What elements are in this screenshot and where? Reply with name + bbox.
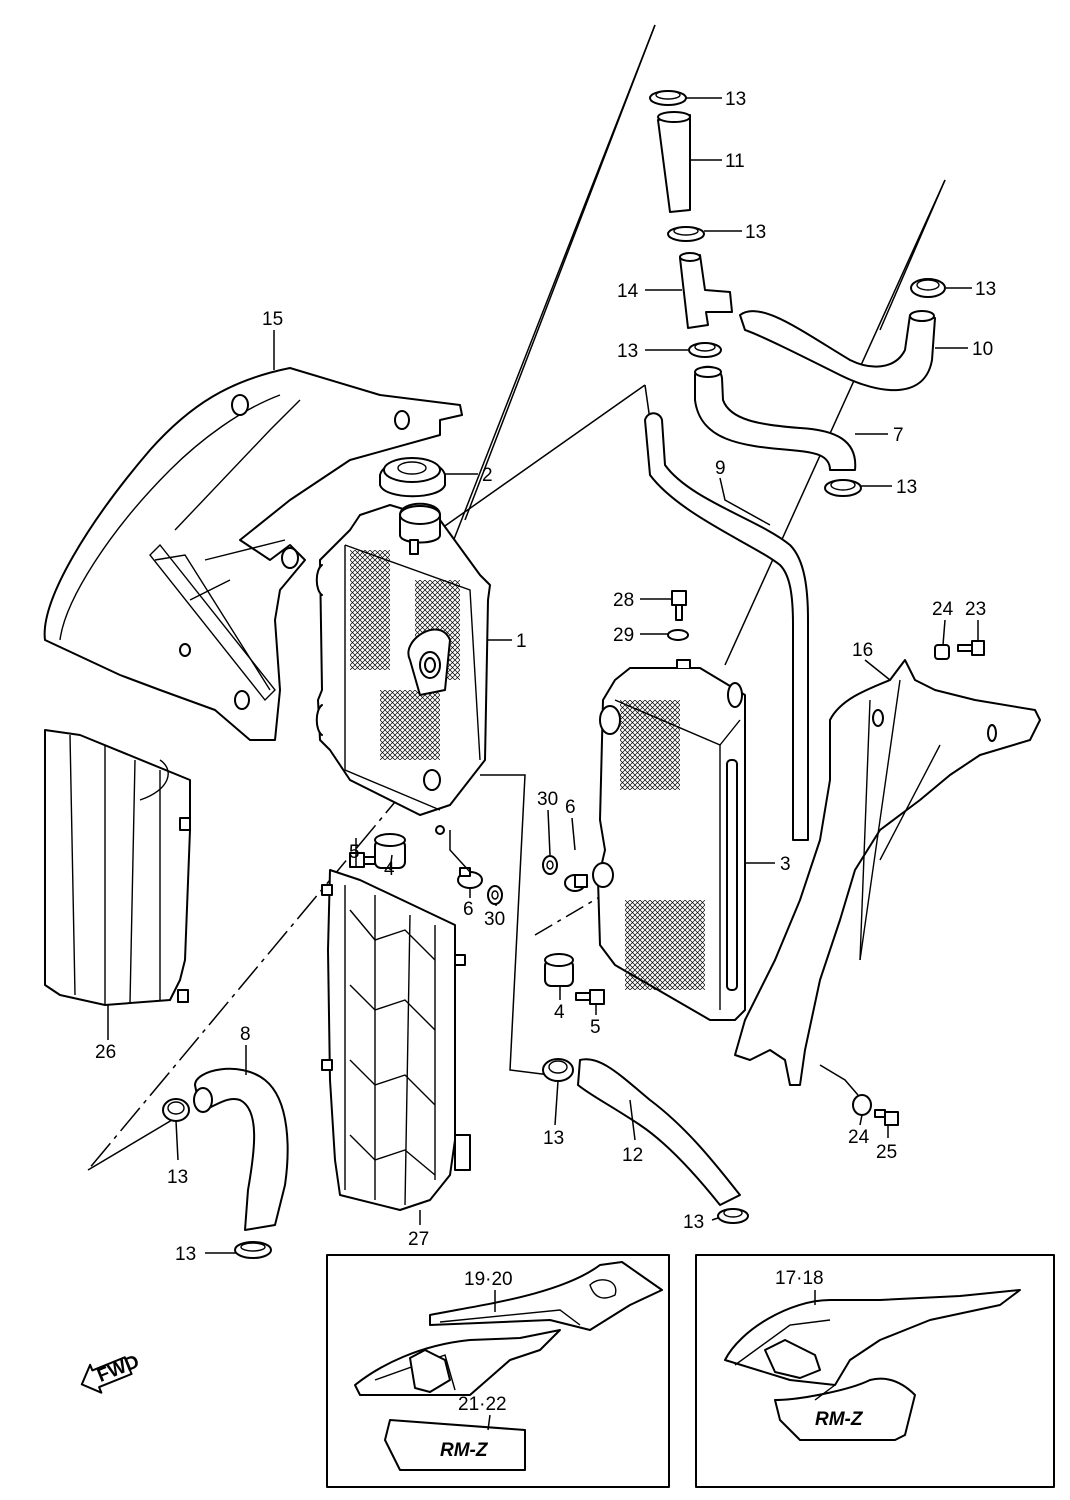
hose-clamps (162, 90, 946, 1259)
hardware (349, 590, 985, 1126)
clamp-13-f (542, 1058, 574, 1082)
left-radiator-louver (44, 729, 191, 1006)
callout-26: 26 (95, 1042, 116, 1063)
clamp-13-g (162, 1098, 190, 1122)
callout-23: 23 (965, 599, 986, 620)
nut-24-top (934, 644, 950, 660)
bolt-25 (874, 1109, 899, 1126)
callout-28: 28 (613, 590, 634, 611)
forward-arrow: FWD (80, 1351, 142, 1394)
callout-5: 5 (590, 1017, 601, 1038)
clamp-13-c (688, 342, 722, 358)
decal-inset-right (695, 1254, 1055, 1488)
leader-lines (107, 97, 979, 1254)
rmz-lettering-right: RM-Z (815, 1409, 864, 1430)
callout-24: 24 (848, 1127, 870, 1148)
grommet-4-left (374, 833, 406, 869)
washer-24-bottom (852, 1094, 872, 1116)
callout-6: 6 (565, 797, 576, 818)
clamp-13-a (649, 90, 687, 106)
callout-7: 7 (893, 425, 904, 446)
callout-1: 1 (516, 631, 527, 652)
clamp-13-h (234, 1241, 272, 1259)
right-radiator-shroud (734, 659, 1041, 1086)
clamp-13-e (824, 479, 862, 497)
callout-29: 29 (613, 625, 634, 646)
callout-labels: 13 11 13 14 13 13 10 7 13 9 2 1 15 28 29… (95, 89, 996, 1461)
callout-8: 8 (240, 1024, 251, 1045)
left-radiator-shroud (43, 367, 463, 741)
callout-2: 2 (482, 465, 493, 486)
hose-8 (193, 1067, 289, 1231)
callout-4: 4 (554, 1002, 565, 1023)
radiator-guard (321, 869, 471, 1211)
callout-19-20: 19·20 (464, 1269, 513, 1290)
rmz-lettering-left: RM-Z (440, 1440, 489, 1461)
clamp-13-d (910, 278, 946, 298)
callout-13: 13 (725, 89, 746, 110)
callout-5: 5 (349, 842, 360, 863)
callout-21-22: 21·22 (458, 1394, 507, 1415)
callout-13: 13 (896, 477, 917, 498)
hose-10 (739, 310, 936, 392)
callout-13: 13 (617, 341, 638, 362)
callout-13: 13 (683, 1212, 704, 1233)
callout-27: 27 (408, 1229, 429, 1250)
bolt-28 (671, 590, 687, 621)
left-radiator (315, 502, 491, 835)
callout-11: 11 (725, 151, 745, 172)
callout-25: 25 (876, 1142, 897, 1163)
fwd-label: FWD (94, 1351, 142, 1387)
callout-3: 3 (780, 854, 791, 875)
callout-13: 13 (975, 279, 996, 300)
callout-17-18: 17·18 (775, 1268, 824, 1289)
callout-30: 30 (484, 909, 505, 930)
hose-7 (694, 365, 857, 471)
callout-14: 14 (617, 281, 639, 302)
collar-6-right (564, 874, 588, 892)
bolt-5-right (575, 989, 605, 1005)
bolt-23 (957, 640, 985, 656)
callout-4: 4 (384, 859, 395, 880)
callout-24: 24 (932, 599, 954, 620)
decal-inset-left (326, 1254, 670, 1488)
callout-10: 10 (972, 339, 993, 360)
hose-9 (644, 412, 809, 841)
callout-6: 6 (463, 899, 474, 920)
washer-30-left (487, 885, 503, 905)
right-radiator (592, 659, 746, 1021)
washer-29 (667, 629, 689, 641)
callout-13: 13 (543, 1128, 564, 1149)
inset-leaders (487, 1290, 816, 1431)
radiator-cap (379, 457, 446, 498)
grommet-4-right (544, 953, 574, 987)
callout-12: 12 (622, 1145, 643, 1166)
washer-30-right (542, 855, 558, 875)
callout-16: 16 (852, 640, 873, 661)
joint-14 (679, 252, 733, 329)
clamp-13-b (667, 226, 705, 242)
hose-12 (577, 1058, 741, 1206)
callout-30: 30 (537, 789, 558, 810)
clamp-13-i (717, 1208, 749, 1224)
callout-13: 13 (745, 222, 766, 243)
callout-15: 15 (262, 309, 283, 330)
callout-13: 13 (167, 1167, 188, 1188)
callout-13: 13 (175, 1244, 196, 1265)
hose-11 (657, 111, 691, 213)
callout-9: 9 (715, 458, 726, 479)
